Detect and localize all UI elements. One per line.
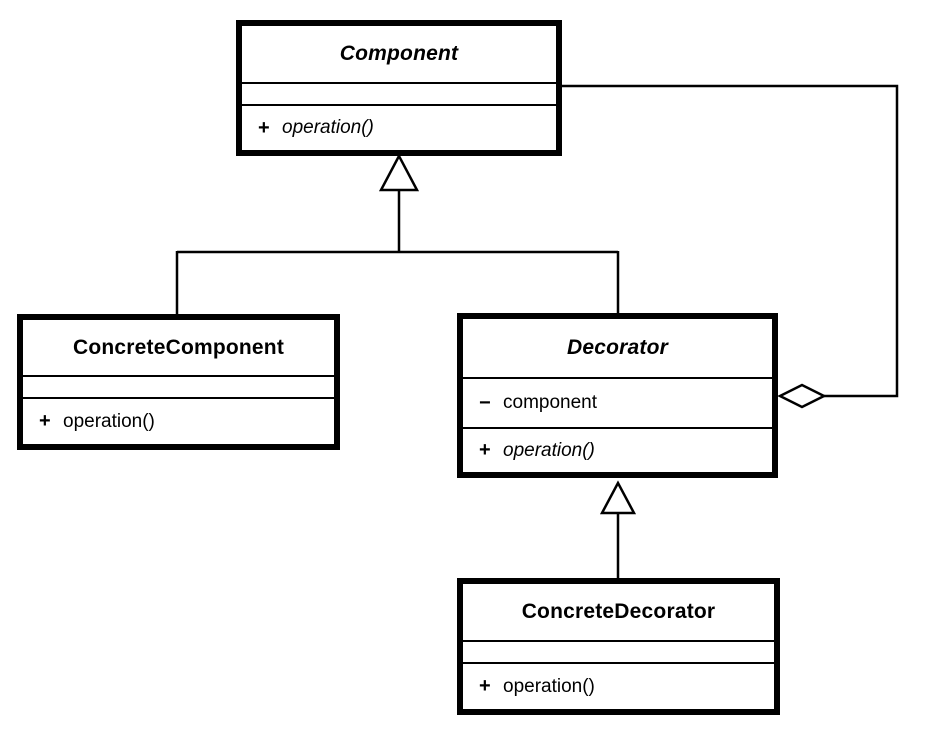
operations-section-decorator: + operation() [463,427,772,472]
operation-row: + operation() [242,106,556,150]
operation-row: + operation() [463,664,774,709]
operation-row: + operation() [463,429,772,472]
class-box-component: Component + operation() [236,20,562,156]
class-name-concrete-decorator: ConcreteDecorator [521,600,716,623]
inheritance-triangle-decorator-icon [599,480,637,515]
class-name-decorator: Decorator [567,336,668,359]
aggregation-line-decorator-component [562,84,899,398]
visibility-symbol: + [258,116,270,139]
class-name-concrete-component: ConcreteComponent [72,335,285,359]
class-box-decorator: Decorator − component + operation() [457,313,778,478]
class-name-component: Component [339,42,459,65]
operations-section-concrete-decorator: + operation() [463,662,774,709]
attribute-row: − component [463,379,772,427]
inheritance-triangle-component-icon [378,153,420,192]
class-box-concrete-decorator: ConcreteDecorator + operation() [457,578,780,715]
visibility-symbol: + [479,675,491,697]
attributes-section-concrete-component [23,375,334,397]
visibility-symbol: + [39,410,51,432]
operation-name: operation() [282,117,374,138]
aggregation-diamond-icon [777,383,827,409]
operations-section-concrete-component: + operation() [23,397,334,444]
attribute-name: component [503,392,598,413]
operation-name: operation() [503,675,595,697]
visibility-symbol: + [479,439,491,461]
generalization-line-to-component [175,191,620,315]
attributes-section-concrete-decorator [463,640,774,662]
operations-section-component: + operation() [242,104,556,150]
operation-name: operation() [63,410,155,432]
visibility-symbol: − [479,391,491,414]
attributes-section-decorator: − component [463,377,772,427]
operation-row: + operation() [23,399,334,444]
attributes-section-component [242,82,556,104]
operation-name: operation() [503,439,595,461]
class-box-concrete-component: ConcreteComponent + operation() [17,314,340,450]
